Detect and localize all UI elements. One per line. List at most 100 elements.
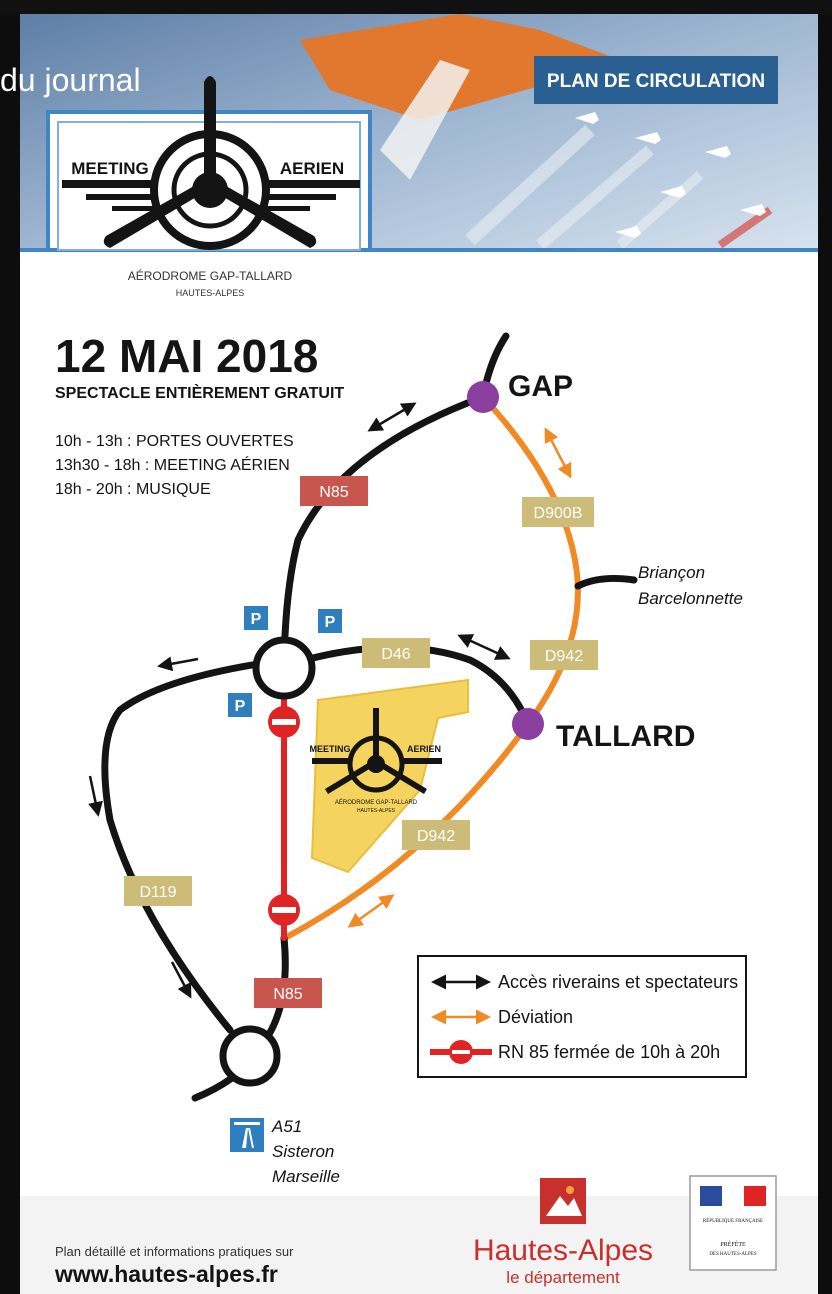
- site-logo-region: HAUTES-ALPES: [357, 808, 396, 814]
- two-way-arrow: [457, 634, 511, 660]
- road-label-box: [530, 640, 598, 670]
- destination-briancon: Briançon: [638, 563, 705, 582]
- department-mountain: [546, 1196, 582, 1216]
- parking-letter: P: [251, 611, 262, 628]
- event-date: 12 MAI 2018: [55, 330, 318, 382]
- road-label-box: [300, 476, 368, 506]
- road-labels: N85 D900B D46 D942 D942 D119 N85: [124, 476, 598, 1008]
- event-subtitle: SPECTACLE ENTIÈREMENT GRATUIT: [55, 383, 344, 402]
- smoke-trail: [465, 124, 595, 246]
- road-label-d942-upper: D942: [545, 648, 583, 665]
- footer-url: www.hautes-alpes.fr: [54, 1261, 278, 1287]
- site-logo-hub: [367, 755, 385, 773]
- destination-a51: A51: [271, 1117, 302, 1136]
- map-legend: Accès riverains et spectateurs Déviation…: [417, 955, 747, 1078]
- flag-blue: [700, 1186, 722, 1206]
- one-way-arrow: [88, 775, 103, 817]
- logo-meeting: MEETING: [71, 159, 148, 178]
- site-logo-blade: [381, 763, 427, 794]
- road-label-box: [124, 876, 192, 906]
- event-logo: MEETING AERIEN AÉRODROME GAP-TALLARD HAU…: [46, 76, 372, 298]
- logo-propeller-blade: [222, 186, 317, 248]
- closure-sign: [268, 706, 300, 738]
- department-logo: Hautes-Alpes le département: [473, 1178, 653, 1287]
- road-briancon: [574, 575, 638, 590]
- road-label-box: [402, 820, 470, 850]
- parking-icon: [228, 693, 252, 717]
- destination-sisteron: Sisteron: [272, 1142, 334, 1161]
- logo-propeller-blade: [103, 186, 198, 248]
- schedule-line: 10h - 13h : PORTES OUVERTES: [55, 433, 294, 450]
- department-name: Hautes-Alpes: [473, 1234, 653, 1267]
- deviation-arrow: [347, 894, 395, 928]
- legend-label: RN 85 fermée de 10h à 20h: [498, 1042, 720, 1062]
- traffic-arrows: [88, 402, 572, 999]
- schedule-line: 13h30 - 18h : MEETING AÉRIEN: [55, 455, 290, 474]
- closure-sign: [268, 894, 300, 926]
- republic-text: RÉPUBLIQUE FRANÇAISE: [703, 1218, 763, 1224]
- flag-red: [744, 1186, 766, 1206]
- plan-tag: PLAN DE CIRCULATION: [547, 71, 765, 92]
- smoke-trail: [536, 145, 654, 250]
- two-way-arrow: [367, 402, 417, 432]
- logo-propeller-blade: [204, 76, 216, 178]
- town-label-gap: GAP: [508, 370, 573, 403]
- deviation-route: [282, 394, 581, 941]
- parking-icon: [318, 609, 342, 633]
- video-caption-overlay: du journal: [0, 62, 141, 98]
- destination-barcelonnette: Barcelonnette: [638, 589, 743, 608]
- one-way-arrow: [170, 961, 192, 999]
- department-sun: [566, 1186, 574, 1194]
- site-logo-blade: [325, 763, 371, 794]
- legend-label: Accès riverains et spectateurs: [498, 972, 738, 992]
- logo-region: HAUTES-ALPES: [176, 288, 245, 298]
- site-logo-aerien: AERIEN: [407, 744, 441, 754]
- flag-white: [722, 1186, 744, 1206]
- site-logo-place: AÉRODROME GAP-TALLARD: [335, 799, 418, 806]
- schedule-line: 18h - 20h : MUSIQUE: [55, 481, 211, 498]
- aerodrome-site: MEETING AERIEN AÉRODROME GAP-TALLARD HAU…: [309, 678, 469, 874]
- header-rule: [20, 248, 818, 252]
- road-d119: [101, 660, 262, 1034]
- site-logo-blade: [373, 708, 379, 758]
- deviation-arrow: [544, 427, 572, 479]
- parking-letter: P: [235, 698, 246, 715]
- prefecture-logo: RÉPUBLIQUE FRANÇAISE PRÉFÈTE DES HAUTES-…: [689, 1175, 777, 1271]
- footer-band: [20, 1196, 818, 1294]
- town-marker-gap: [467, 381, 499, 413]
- one-way-arrow: [157, 656, 199, 672]
- top-bar: [0, 0, 832, 14]
- roundabout-south: [219, 1025, 281, 1087]
- road-label-d119: D119: [139, 884, 176, 901]
- prefecture-line: DES HAUTES-ALPES: [709, 1252, 757, 1257]
- town-marker-tallard: [512, 708, 544, 740]
- road-label-box: [254, 978, 322, 1008]
- road-label-box: [522, 497, 594, 527]
- footer-info: Plan détaillé et informations pratiques …: [55, 1244, 294, 1259]
- town-label-tallard: TALLARD: [556, 720, 695, 753]
- site-logo-meeting: MEETING: [309, 744, 350, 754]
- road-label-box: [362, 638, 430, 668]
- road-label-d900b: D900B: [534, 505, 583, 522]
- motorway-icon: [230, 1118, 264, 1152]
- road-label-n85-top: N85: [319, 484, 348, 501]
- prefecture-line: PRÉFÈTE: [720, 1240, 746, 1248]
- department-sub: le département: [506, 1268, 620, 1287]
- logo-place: AÉRODROME GAP-TALLARD: [128, 268, 293, 283]
- destination-marseille: Marseille: [272, 1167, 340, 1186]
- jets-formation: [575, 112, 766, 238]
- road-label-d46: D46: [381, 646, 410, 663]
- parking-signs: P P P: [228, 606, 342, 717]
- road-label-n85-bottom: N85: [273, 986, 302, 1003]
- smoke-trail-red: [717, 206, 773, 249]
- logo-hub: [192, 172, 228, 208]
- legend-label: Déviation: [498, 1007, 573, 1027]
- legend-closure-bar: [452, 1050, 470, 1054]
- logo-aerien: AERIEN: [280, 159, 344, 178]
- roundabout-north: [252, 636, 316, 700]
- parking-letter: P: [325, 614, 336, 631]
- road-a51: [191, 1074, 236, 1102]
- plan-tag-box: [534, 56, 778, 104]
